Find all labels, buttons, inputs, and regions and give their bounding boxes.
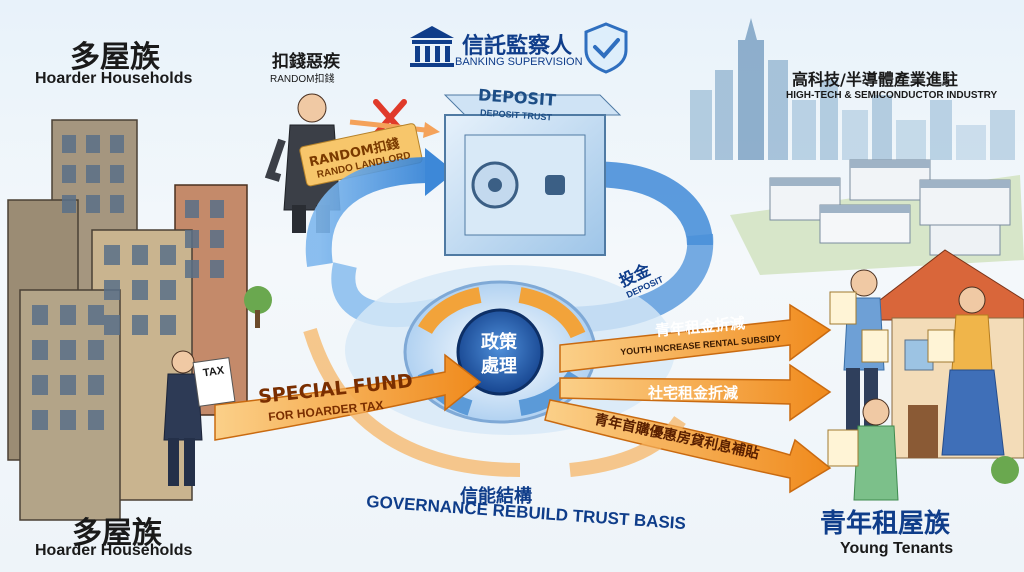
governance-zh: 信能結構 xyxy=(460,486,532,507)
hoarder-buildings xyxy=(7,119,272,521)
policy-hub xyxy=(456,308,544,396)
hoarder-title-top-zh: 多屋族 xyxy=(70,40,160,75)
industry-title-zh: 高科技/半導體產業進駐 xyxy=(792,70,958,89)
hub-label-line1: 政策 xyxy=(481,332,517,353)
hoarder-title-bottom-en: Hoarder Households xyxy=(35,542,193,559)
tenants-title-en: Young Tenants xyxy=(840,540,954,557)
output-2-zh: 社宅租金折減 xyxy=(648,384,739,402)
bush-icon xyxy=(991,456,1019,484)
deposit-vault xyxy=(443,94,622,256)
shield-check-icon xyxy=(584,22,628,74)
hoarder-title-top-en: Hoarder Households xyxy=(35,70,193,87)
bank-icon xyxy=(410,26,454,67)
landlord-title-zh: 扣錢惡疾 xyxy=(272,52,340,72)
young-tenant-figures xyxy=(827,269,1005,501)
city-skyline xyxy=(690,18,1015,160)
output-arrows xyxy=(303,303,832,494)
supervision-title-zh: 信託監察人 xyxy=(462,34,573,59)
hoarder-title-bottom-zh: 多屋族 xyxy=(72,516,162,551)
tax-man-figure xyxy=(163,350,236,486)
supervision-title-en: BANKING SUPERVISION xyxy=(455,56,583,68)
landlord-title-en: RANDOM扣錢 xyxy=(270,74,335,85)
industry-title-en: HIGH-TECH & SEMICONDUCTOR INDUSTRY xyxy=(786,90,998,101)
tenants-title-zh: 青年租屋族 xyxy=(820,509,951,539)
hub-label-line2: 處理 xyxy=(481,356,517,377)
industrial-park xyxy=(730,159,1024,275)
